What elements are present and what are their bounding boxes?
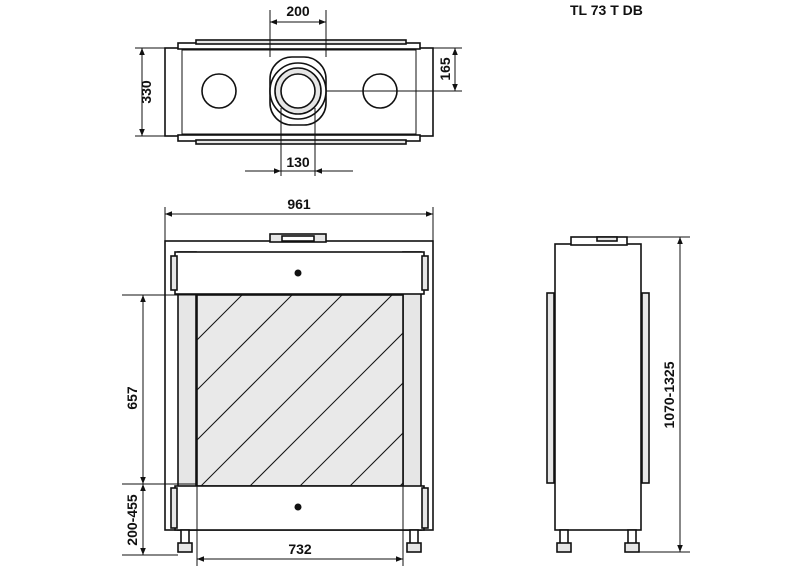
dim-flue-offset-label: 165: [437, 57, 453, 81]
top-view: 200 330 165 130: [135, 3, 462, 176]
side-right-trim: [641, 292, 650, 484]
side-left-trim: [546, 292, 555, 484]
side-view: 1070-1325: [546, 236, 690, 553]
side-left-foot: [556, 542, 572, 553]
flue-inner-ring: [280, 73, 316, 109]
dim-total-height-label: 1070-1325: [661, 361, 677, 428]
front-left-leg: [180, 529, 190, 545]
dim-depth-label: 330: [138, 80, 154, 104]
front-right-foot: [406, 542, 422, 553]
top-view-bottom-trim: [195, 139, 407, 145]
top-view-top-trim: [195, 39, 407, 45]
top-panel-screw-icon: [294, 269, 302, 277]
dim-flue-outer-label: 200: [286, 3, 310, 19]
side-view-flue-top: [596, 236, 618, 242]
front-top-panel-right-end: [421, 255, 429, 291]
drawing-title: TL 73 T DB: [570, 2, 643, 18]
side-view-body: [554, 243, 642, 531]
bottom-panel-screw-icon: [294, 503, 302, 511]
front-left-foot: [177, 542, 193, 553]
dim-base-height-label: 200-455: [124, 494, 140, 546]
dim-glass-width-label: 732: [288, 541, 312, 557]
front-view: 961 657 200-455 732: [122, 196, 434, 566]
front-top-panel-left-end: [170, 255, 178, 291]
top-view-inner-outline: [181, 49, 417, 135]
dim-glass-height-label: 657: [124, 386, 140, 410]
glass-hatch: [197, 295, 403, 486]
left-hole: [201, 73, 237, 109]
side-left-leg: [559, 529, 569, 545]
dim-flue-inner-label: 130: [286, 154, 310, 170]
side-right-leg: [627, 529, 637, 545]
glass-panel: [196, 294, 404, 487]
dim-width-label: 961: [287, 196, 311, 212]
side-right-foot: [624, 542, 640, 553]
front-bottom-panel-right-end: [421, 487, 429, 529]
front-view-flue-top: [281, 235, 315, 242]
front-bottom-panel-left-end: [170, 487, 178, 529]
front-right-leg: [409, 529, 419, 545]
